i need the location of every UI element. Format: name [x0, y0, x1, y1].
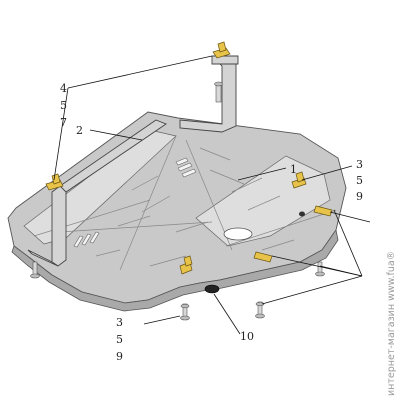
bolt-right-bottom — [255, 301, 265, 319]
callout-2: 2 — [76, 124, 83, 137]
drain-opening — [223, 227, 253, 241]
leader-lines — [53, 55, 371, 335]
callout-4: 4 — [60, 82, 67, 95]
clip-center-front — [253, 251, 273, 263]
callout-1: 1 — [290, 163, 297, 176]
clip-front-left — [179, 255, 193, 275]
vent-slots-left — [73, 231, 100, 248]
vent-slots-center — [175, 157, 197, 178]
rubber-plug — [204, 284, 220, 294]
clip-right-lower — [313, 205, 333, 217]
callout-5-bottom: 5 — [116, 333, 123, 346]
bolt-bracket-top — [214, 81, 223, 103]
callout-9-bottom: 9 — [116, 350, 123, 363]
callout-5-top: 5 — [60, 99, 67, 112]
bolt-bottom-center — [180, 303, 190, 321]
callout-3-bottom: 3 — [116, 316, 123, 329]
clip-left-bracket — [45, 173, 64, 191]
callout-7: 7 — [60, 116, 67, 129]
watermark-text: интернет-магазин www.fua® — [386, 251, 397, 396]
clip-top-bracket — [212, 41, 231, 59]
callout-9-right: 9 — [356, 190, 363, 203]
callout-3-right: 3 — [356, 158, 363, 171]
bolt-left-front — [30, 261, 40, 279]
clip-right-upper — [291, 171, 307, 189]
mount-hole-right — [299, 211, 305, 217]
bolt-right-middle — [315, 261, 325, 277]
top-mounting-bracket — [179, 55, 239, 133]
callout-10: 10 — [240, 330, 254, 343]
left-side-bracket — [27, 119, 167, 267]
callout-5-right: 5 — [356, 174, 363, 187]
